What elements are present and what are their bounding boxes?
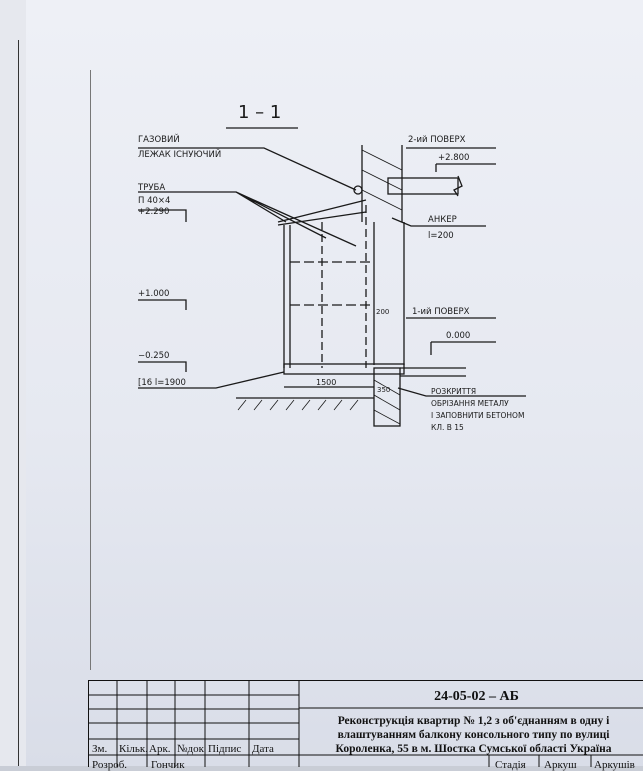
sheets-header: Аркушів — [594, 759, 635, 771]
header-zm: Зм. — [92, 743, 108, 755]
row-developer-name: Гончик — [151, 759, 185, 771]
underlying-sheet-frame-line — [0, 40, 19, 766]
label-level-0000: 0.000 — [446, 331, 470, 341]
gas-pipe-symbol — [353, 185, 363, 195]
header-ark: Арк. — [149, 743, 171, 755]
canopy-line — [277, 211, 367, 226]
canopy-line — [277, 199, 367, 223]
project-title: Реконструкція квартир № 1,2 з об'єднання… — [301, 714, 643, 756]
slab-2nd-floor — [387, 177, 459, 195]
section-mark: 1 – 1 — [238, 102, 281, 123]
level-mark-1000 — [138, 299, 187, 310]
dimension-350: 350 — [377, 386, 390, 394]
level-mark-2800 — [435, 163, 496, 172]
break-line — [453, 175, 463, 197]
project-title-line-1: Реконструкція квартир № 1,2 з об'єднання… — [337, 715, 610, 727]
dimension-200: 200 — [376, 308, 389, 316]
label-level-minus-0250: −0.250 — [138, 351, 169, 361]
label-level-2800: +2.800 — [438, 153, 469, 163]
note-line-2: ОБРІЗАННЯ МЕТАЛУ — [431, 399, 509, 408]
note-line-4: КЛ. В 15 — [431, 423, 464, 432]
label-gas-pipe-1: ГАЗОВИЙ — [138, 133, 180, 145]
project-title-line-2: влаштуванням балкону консольного типу по… — [337, 729, 610, 741]
label-floor2: 2-ий ПОВЕРХ — [408, 135, 466, 145]
header-kilk: Кільк. — [119, 743, 148, 755]
document-code: 24-05-02 – АБ — [434, 689, 519, 704]
title-block: 24-05-02 – АБ Реконструкція квартир № 1,… — [88, 680, 643, 771]
sheet-header: Аркуш — [544, 759, 577, 771]
header-ndok: №док — [177, 743, 204, 755]
project-title-line-3: Короленка, 55 в м. Шостка Сумської облас… — [335, 743, 612, 755]
leader-pipe — [138, 191, 357, 247]
note-line-1: РОЗКРИТТЯ — [431, 387, 476, 396]
title-block-grid — [89, 681, 643, 767]
label-pipe-2: П 40×4 — [138, 196, 170, 206]
level-mark-0000 — [430, 341, 496, 355]
wall-hatch — [361, 149, 403, 211]
label-anchor-2: l=200 — [428, 231, 454, 241]
header-data: Дата — [252, 743, 274, 755]
stage-header: Стадія — [495, 759, 526, 771]
level-mark-0250 — [138, 361, 187, 372]
label-level-1000: +1.000 — [138, 289, 169, 299]
section-drawing: 1 – 1 ГАЗОВИЙ ЛЕЖАК ІСНУЮЧИЙ ТРУБА П 40×… — [137, 102, 526, 432]
leader-channel — [138, 371, 285, 389]
label-gas-pipe-2: ЛЕЖАК ІСНУЮЧИЙ — [138, 148, 221, 160]
ground-hatch — [237, 399, 359, 411]
note-line-3: І ЗАПОВНИТИ БЕТОНОМ — [431, 411, 524, 420]
header-pidpys: Підпис — [208, 743, 242, 755]
balcony-slab — [283, 363, 405, 375]
frame-line — [90, 70, 91, 670]
label-pipe-1: ТРУБА — [137, 183, 165, 193]
label-pipe-level: +2.290 — [138, 207, 169, 217]
row-developer-label: Розроб. — [92, 759, 128, 771]
leader-anchor — [391, 217, 486, 227]
label-anchor-1: АНКЕР — [428, 215, 457, 225]
leader-note — [397, 387, 526, 397]
label-channel: [16 l=1900 — [138, 378, 186, 388]
label-floor1: 1-ий ПОВЕРХ — [412, 307, 470, 317]
underlying-sheet — [0, 0, 27, 766]
drawing-sheet: 1 – 1 ГАЗОВИЙ ЛЕЖАК ІСНУЮЧИЙ ТРУБА П 40×… — [26, 0, 643, 771]
foundation-hatch — [373, 379, 401, 425]
dimension-1500: 1500 — [316, 378, 336, 387]
level-mark-2290 — [138, 209, 187, 222]
foundation — [373, 367, 401, 427]
leader-gas-pipe — [138, 147, 357, 191]
